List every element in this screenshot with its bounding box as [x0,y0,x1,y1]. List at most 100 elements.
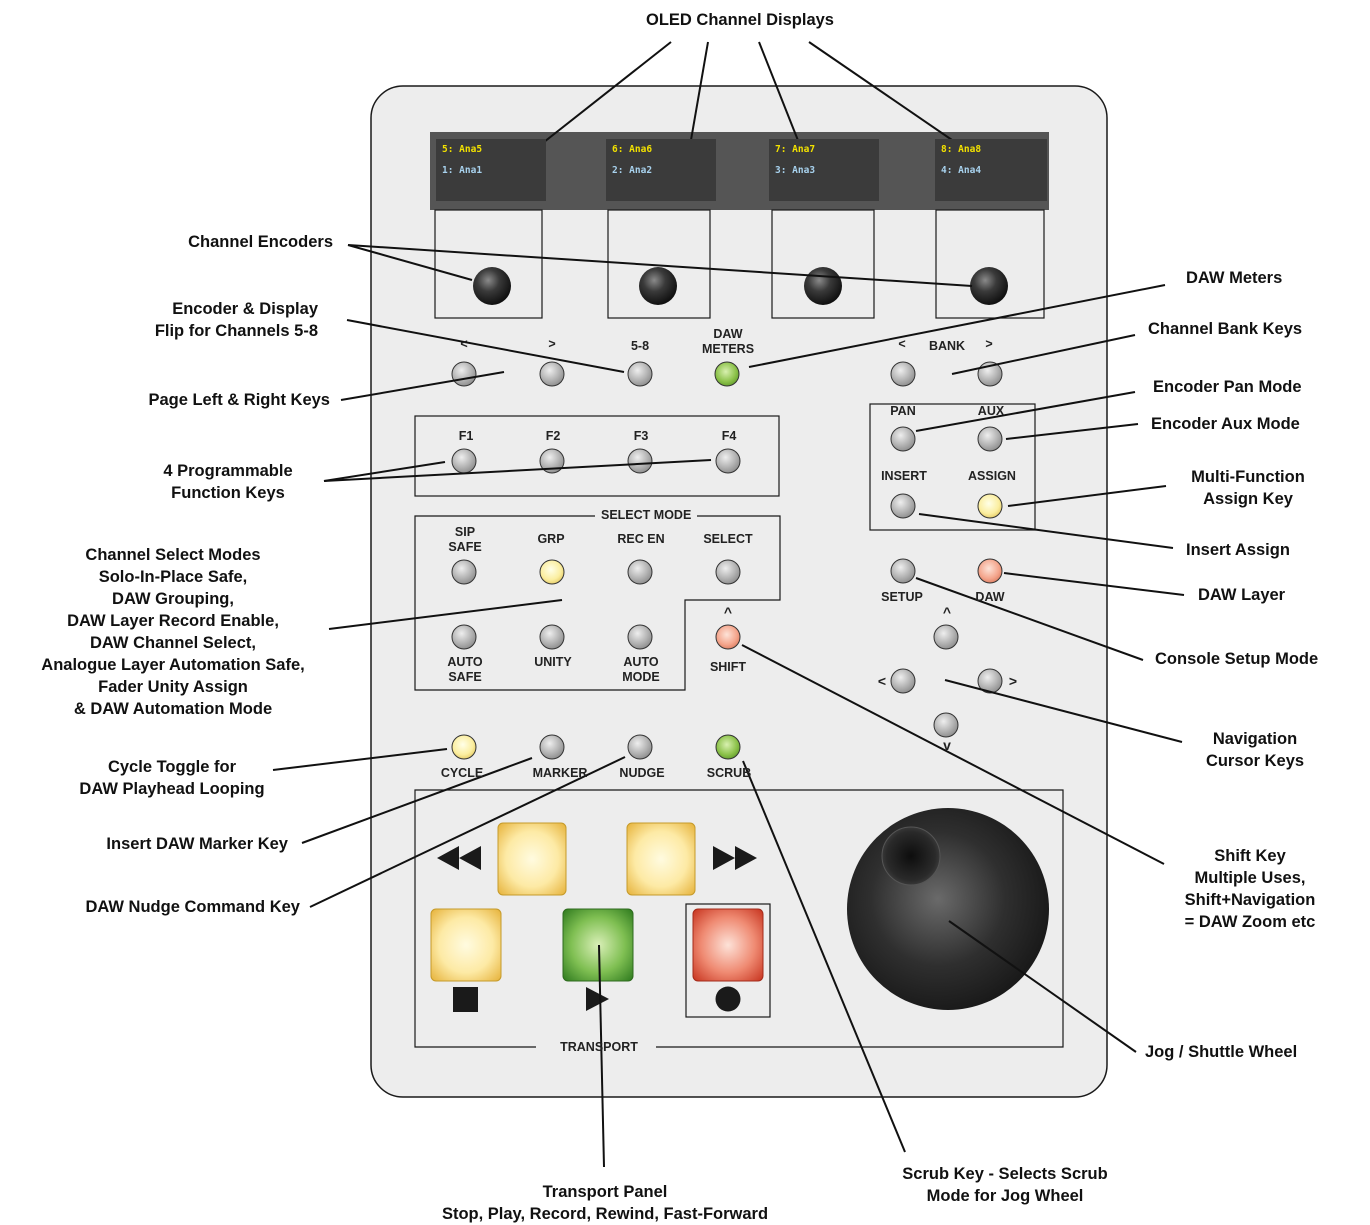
bank-right-label: > [985,337,993,351]
oled-3-top: 7: Ana7 [775,144,816,155]
nav-left-label: < [877,673,887,689]
sip-safe-label: SIP SAFE [448,525,482,554]
marker-label: MARKER [532,766,588,780]
rec-en-label: REC EN [617,532,665,546]
aux-label: AUX [977,404,1005,418]
pan-label: PAN [890,404,916,418]
nudge-button[interactable] [627,734,653,760]
f2-button[interactable] [539,448,565,474]
nav-down-label: v [943,737,951,753]
annotation-encoder-flip: Encoder & Display Flip for Channels 5-8 [154,300,318,340]
nav-up-button[interactable] [933,624,959,650]
f4-label: F4 [721,429,737,443]
annotation-transport-panel: Transport Panel Stop, Play, Record, Rewi… [441,1183,769,1223]
annotation-insert-assign: Insert Assign [1186,541,1290,559]
setup-button[interactable] [890,558,916,584]
encoder-box-3 [771,209,875,319]
daw-button[interactable] [977,558,1003,584]
annotation-shift-key: Shift Key Multiple Uses, Shift+Navigatio… [1184,847,1316,931]
nav-left-button[interactable] [890,668,916,694]
stop-key[interactable] [430,908,502,982]
channel-encoder-2[interactable] [639,267,677,305]
stop-icon [453,987,478,1012]
flip-5-8-label: 5-8 [630,339,650,353]
shift-caret-label: ^ [723,604,733,620]
transport-box [414,789,1064,1048]
assign-label: ASSIGN [968,469,1016,483]
annotation-marker: Insert DAW Marker Key [106,835,288,853]
f4-button[interactable] [715,448,741,474]
fast-forward-icon [713,846,757,870]
page-left-button[interactable] [451,361,477,387]
function-keys-box [414,415,780,497]
nav-down-button[interactable] [933,712,959,738]
marker-button[interactable] [539,734,565,760]
oled-1-top: 5: Ana5 [442,144,483,155]
annotation-function-keys: 4 Programmable Function Keys [163,462,293,502]
page-left-label: < [460,337,468,351]
rewind-key[interactable] [497,822,567,896]
grp-label: GRP [537,532,565,546]
rec-en-button[interactable] [627,559,653,585]
annotation-bank-keys: Channel Bank Keys [1148,320,1303,338]
pan-button[interactable] [890,426,916,452]
annotation-select-modes: Channel Select Modes Solo-In-Place Safe,… [41,546,305,718]
oled-2-bottom: 2: Ana2 [612,165,653,176]
page-right-button[interactable] [539,361,565,387]
play-key[interactable] [562,908,634,982]
annotation-assign-key: Multi-Function Assign Key [1191,468,1305,508]
select-label: SELECT [703,532,753,546]
auto-mode-button[interactable] [627,624,653,650]
nav-right-label: > [1008,673,1018,689]
oled-3-bottom: 3: Ana3 [775,165,816,176]
sip-safe-button[interactable] [451,559,477,585]
channel-encoder-4[interactable] [970,267,1008,305]
encoder-box-4 [935,209,1045,319]
scrub-label: SCRUB [706,766,752,780]
unity-button[interactable] [539,624,565,650]
f3-button[interactable] [627,448,653,474]
auto-safe-label: AUTO SAFE [447,655,483,684]
annotation-page-keys: Page Left & Right Keys [148,391,330,409]
rewind-icon [437,846,481,870]
oled-display-3: 7: Ana7 3: Ana3 [769,139,879,201]
daw-label: DAW [975,590,1005,604]
oled-1-bottom: 1: Ana1 [442,165,483,176]
oled-display-4: 8: Ana8 4: Ana4 [935,139,1047,201]
aux-button[interactable] [977,426,1003,452]
scrub-button[interactable] [715,734,741,760]
assign-button[interactable] [977,493,1003,519]
cycle-button[interactable] [451,734,477,760]
fast-forward-key[interactable] [626,822,696,896]
channel-encoder-1[interactable] [473,267,511,305]
annotation-scrub-key: Scrub Key - Selects Scrub Mode for Jog W… [902,1165,1108,1205]
bank-left-label: < [898,337,906,351]
jog-shuttle-wheel[interactable] [847,808,1049,1010]
shift-button[interactable] [715,624,741,650]
encoder-box-1 [434,209,543,319]
nav-right-button[interactable] [977,668,1003,694]
annotation-pan-mode: Encoder Pan Mode [1153,378,1302,396]
f2-label: F2 [545,429,561,443]
insert-button[interactable] [890,493,916,519]
encoder-box-2 [607,209,711,319]
f1-button[interactable] [451,448,477,474]
select-button[interactable] [715,559,741,585]
select-mode-box [414,515,781,691]
auto-safe-button[interactable] [451,624,477,650]
play-icon [586,987,609,1011]
auto-mode-label: AUTO MODE [622,655,660,684]
bank-left-button[interactable] [890,361,916,387]
insert-label: INSERT [881,469,927,483]
oled-4-top: 8: Ana8 [941,144,982,155]
grp-button[interactable] [539,559,565,585]
flip-5-8-button[interactable] [627,361,653,387]
channel-encoder-3[interactable] [804,267,842,305]
annotation-cycle: Cycle Toggle for DAW Playhead Looping [79,758,265,798]
record-key[interactable] [692,908,764,982]
nudge-label: NUDGE [619,766,665,780]
daw-meters-button[interactable] [714,361,740,387]
bank-label: BANK [928,339,966,353]
annotation-nudge: DAW Nudge Command Key [85,898,300,916]
annotation-aux-mode: Encoder Aux Mode [1151,415,1300,433]
